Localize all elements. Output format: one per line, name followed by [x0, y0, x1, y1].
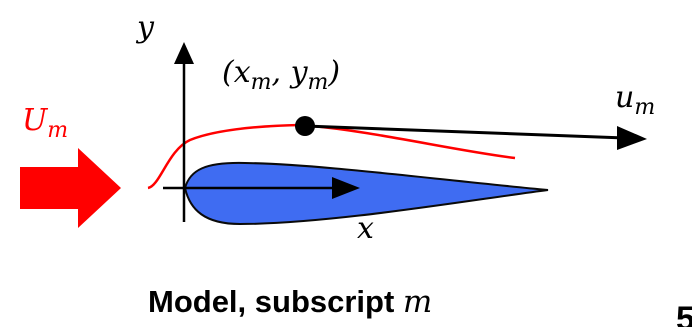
x-axis-arrowhead [332, 177, 360, 199]
y-axis-label: y [135, 10, 155, 45]
local-velocity-label: um [615, 80, 655, 120]
cropped-fragment-text: 5 [676, 300, 692, 327]
velocity-vector-arrowhead [617, 126, 647, 150]
y-axis-arrowhead [174, 42, 194, 64]
x-axis-label: x [357, 211, 374, 246]
freestream-arrow [20, 148, 121, 228]
streamline-curve [147, 123, 516, 190]
caption-model-subscript: Model, subscript m [148, 284, 432, 320]
point-coordinate-label: (xm, ym) [222, 55, 340, 95]
measurement-point [295, 116, 315, 136]
freestream-velocity-label: Um [22, 103, 68, 143]
velocity-vector-line [304, 124, 626, 140]
airfoil-shape [183, 161, 549, 226]
